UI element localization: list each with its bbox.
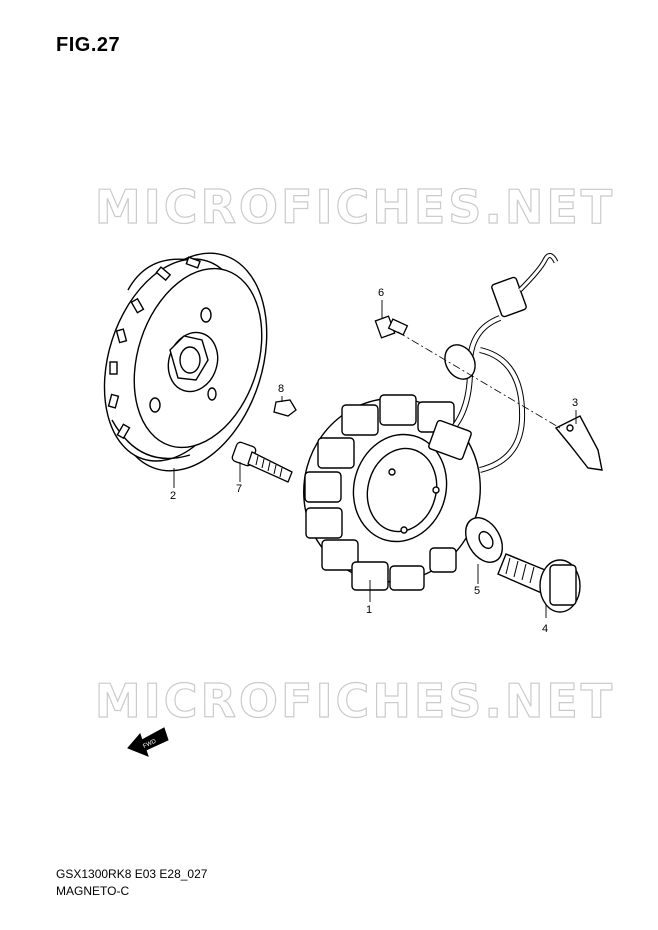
- callout-5: 5: [474, 585, 480, 597]
- watermark-bottom: MICROFICHES.NET: [94, 673, 616, 728]
- callout-1: 1: [366, 604, 372, 616]
- bolt-part-7: [231, 441, 293, 483]
- bolt-part-4: [497, 553, 581, 613]
- rotor-part: [103, 252, 268, 472]
- washer-part: [464, 517, 504, 563]
- callout-4: 4: [542, 623, 548, 635]
- watermark-top: MICROFICHES.NET: [94, 179, 616, 234]
- leader-lines: [173, 300, 577, 618]
- key-part: [273, 399, 297, 417]
- callout-6: 6: [378, 287, 384, 299]
- callout-7: 7: [236, 483, 242, 495]
- stator-part: [303, 253, 559, 591]
- figure-code: GSX1300RK8 E03 E28_027: [56, 867, 208, 881]
- figure-name: MAGNETO-C: [56, 884, 130, 898]
- figure-title: FIG.27: [56, 34, 121, 56]
- callout-8: 8: [278, 383, 284, 395]
- screw-part-6: [374, 315, 409, 339]
- fwd-arrow-icon: FWD: [127, 727, 169, 757]
- fwd-label: FWD: [142, 738, 158, 749]
- callout-2: 2: [170, 490, 176, 502]
- callout-3: 3: [572, 397, 578, 409]
- clamp-part: [554, 415, 603, 471]
